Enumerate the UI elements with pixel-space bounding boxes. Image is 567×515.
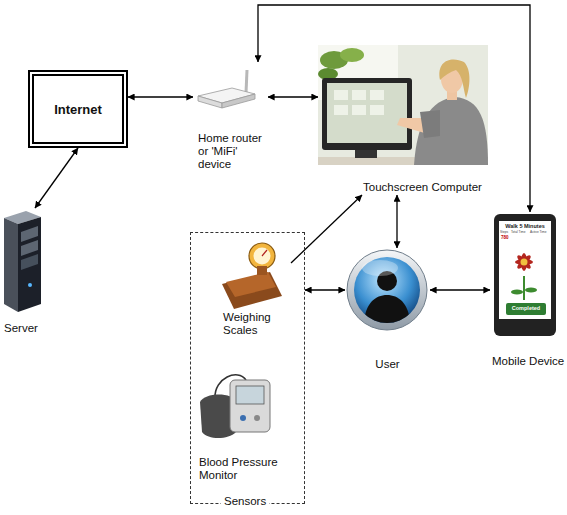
screen-tile — [334, 90, 348, 100]
connector-arrow — [258, 5, 530, 212]
server-bay — [21, 240, 38, 256]
flower-leaf — [525, 288, 537, 293]
scales-top — [226, 272, 276, 297]
woman-hair — [439, 59, 469, 98]
screen-text: Completed — [506, 306, 546, 312]
flower-petal — [516, 254, 533, 271]
node-label: Weighing Scales — [223, 311, 283, 337]
screen-tile — [352, 90, 366, 100]
computer-photo — [318, 45, 488, 165]
server-front — [18, 217, 41, 312]
node-label: Sensors — [221, 495, 269, 508]
plant-leaf — [340, 48, 364, 62]
blood-pressure-icon — [200, 375, 270, 438]
router-side — [222, 94, 255, 108]
photo-background — [318, 45, 488, 165]
server-icon — [4, 211, 41, 312]
screen-tile — [370, 90, 384, 100]
flower-stem — [523, 276, 525, 300]
flower-petal — [516, 254, 533, 271]
screen-text: Steps — [500, 231, 508, 234]
user-icon — [347, 250, 427, 330]
bp-button — [254, 415, 260, 421]
screen-text: 780 — [501, 236, 509, 241]
node-label: User — [345, 358, 430, 371]
phone-screen — [499, 221, 551, 319]
node-label: Touchscreen Computer — [363, 181, 493, 194]
connector-arrow — [128, 96, 193, 97]
node-label: Blood Pressure Monitor — [199, 456, 294, 482]
user-highlight — [362, 260, 398, 276]
server-light — [28, 283, 32, 287]
sensor-node: Weighing Scales — [216, 241, 291, 341]
node-label: Server — [4, 322, 54, 335]
node-label: Home router or 'MiFi' device — [198, 132, 266, 171]
server-bay — [21, 254, 38, 270]
connector-arrow — [430, 289, 490, 290]
woman-body — [414, 97, 488, 165]
sensor-group: Weighing ScalesBlood Pressure MonitorSen… — [190, 232, 305, 504]
network-box: Internet — [28, 70, 128, 148]
phone-icon — [494, 214, 556, 336]
flower-petal — [521, 253, 527, 271]
connector-arrow — [291, 195, 362, 263]
computer-node: Touchscreen Computer — [318, 45, 488, 195]
router-node: Home router or 'MiFi' device — [193, 62, 268, 172]
connector-arrow — [305, 289, 345, 290]
woman-sleeve — [420, 110, 440, 138]
router-front — [198, 96, 222, 108]
scales-base — [222, 272, 282, 309]
server-side — [4, 218, 18, 312]
server-bay — [21, 226, 38, 242]
phone-body — [494, 214, 556, 336]
flower-center — [521, 259, 528, 266]
connector-arrow — [268, 96, 318, 97]
sensor-node: Blood Pressure Monitor — [196, 368, 301, 488]
connector-arrow — [396, 195, 397, 248]
phone-button — [506, 303, 546, 315]
connector-arrow — [35, 148, 78, 208]
flower-petals — [515, 253, 533, 271]
bp-screen — [236, 386, 264, 404]
router-icon — [198, 70, 255, 108]
screen-text: Walk 5 Minutes — [499, 224, 551, 230]
scales-dial — [249, 243, 275, 269]
flower-petal — [515, 259, 533, 265]
user-node: User — [345, 248, 430, 373]
flower-leaf — [511, 290, 523, 295]
scales-needle — [262, 250, 267, 256]
monitor — [322, 78, 412, 150]
scales-dial-face — [254, 248, 271, 265]
screen-text: Total Time — [511, 231, 526, 234]
screen-tile — [352, 105, 366, 115]
node-label: Internet — [34, 102, 122, 117]
user-shoulders — [364, 295, 410, 326]
bp-button — [240, 415, 246, 421]
node-label: Mobile Device — [492, 355, 567, 368]
router-antenna — [246, 70, 247, 93]
screen-text: Active Time — [530, 231, 546, 234]
screen-tile — [370, 105, 384, 115]
user-ring — [347, 250, 427, 330]
server-node: Server — [0, 208, 55, 343]
screen-tile — [334, 105, 348, 115]
scales-icon — [222, 243, 282, 309]
scales-post — [257, 266, 267, 275]
monitor-screen — [327, 83, 407, 143]
bp-device — [230, 380, 270, 432]
user-silhouette — [364, 271, 410, 326]
